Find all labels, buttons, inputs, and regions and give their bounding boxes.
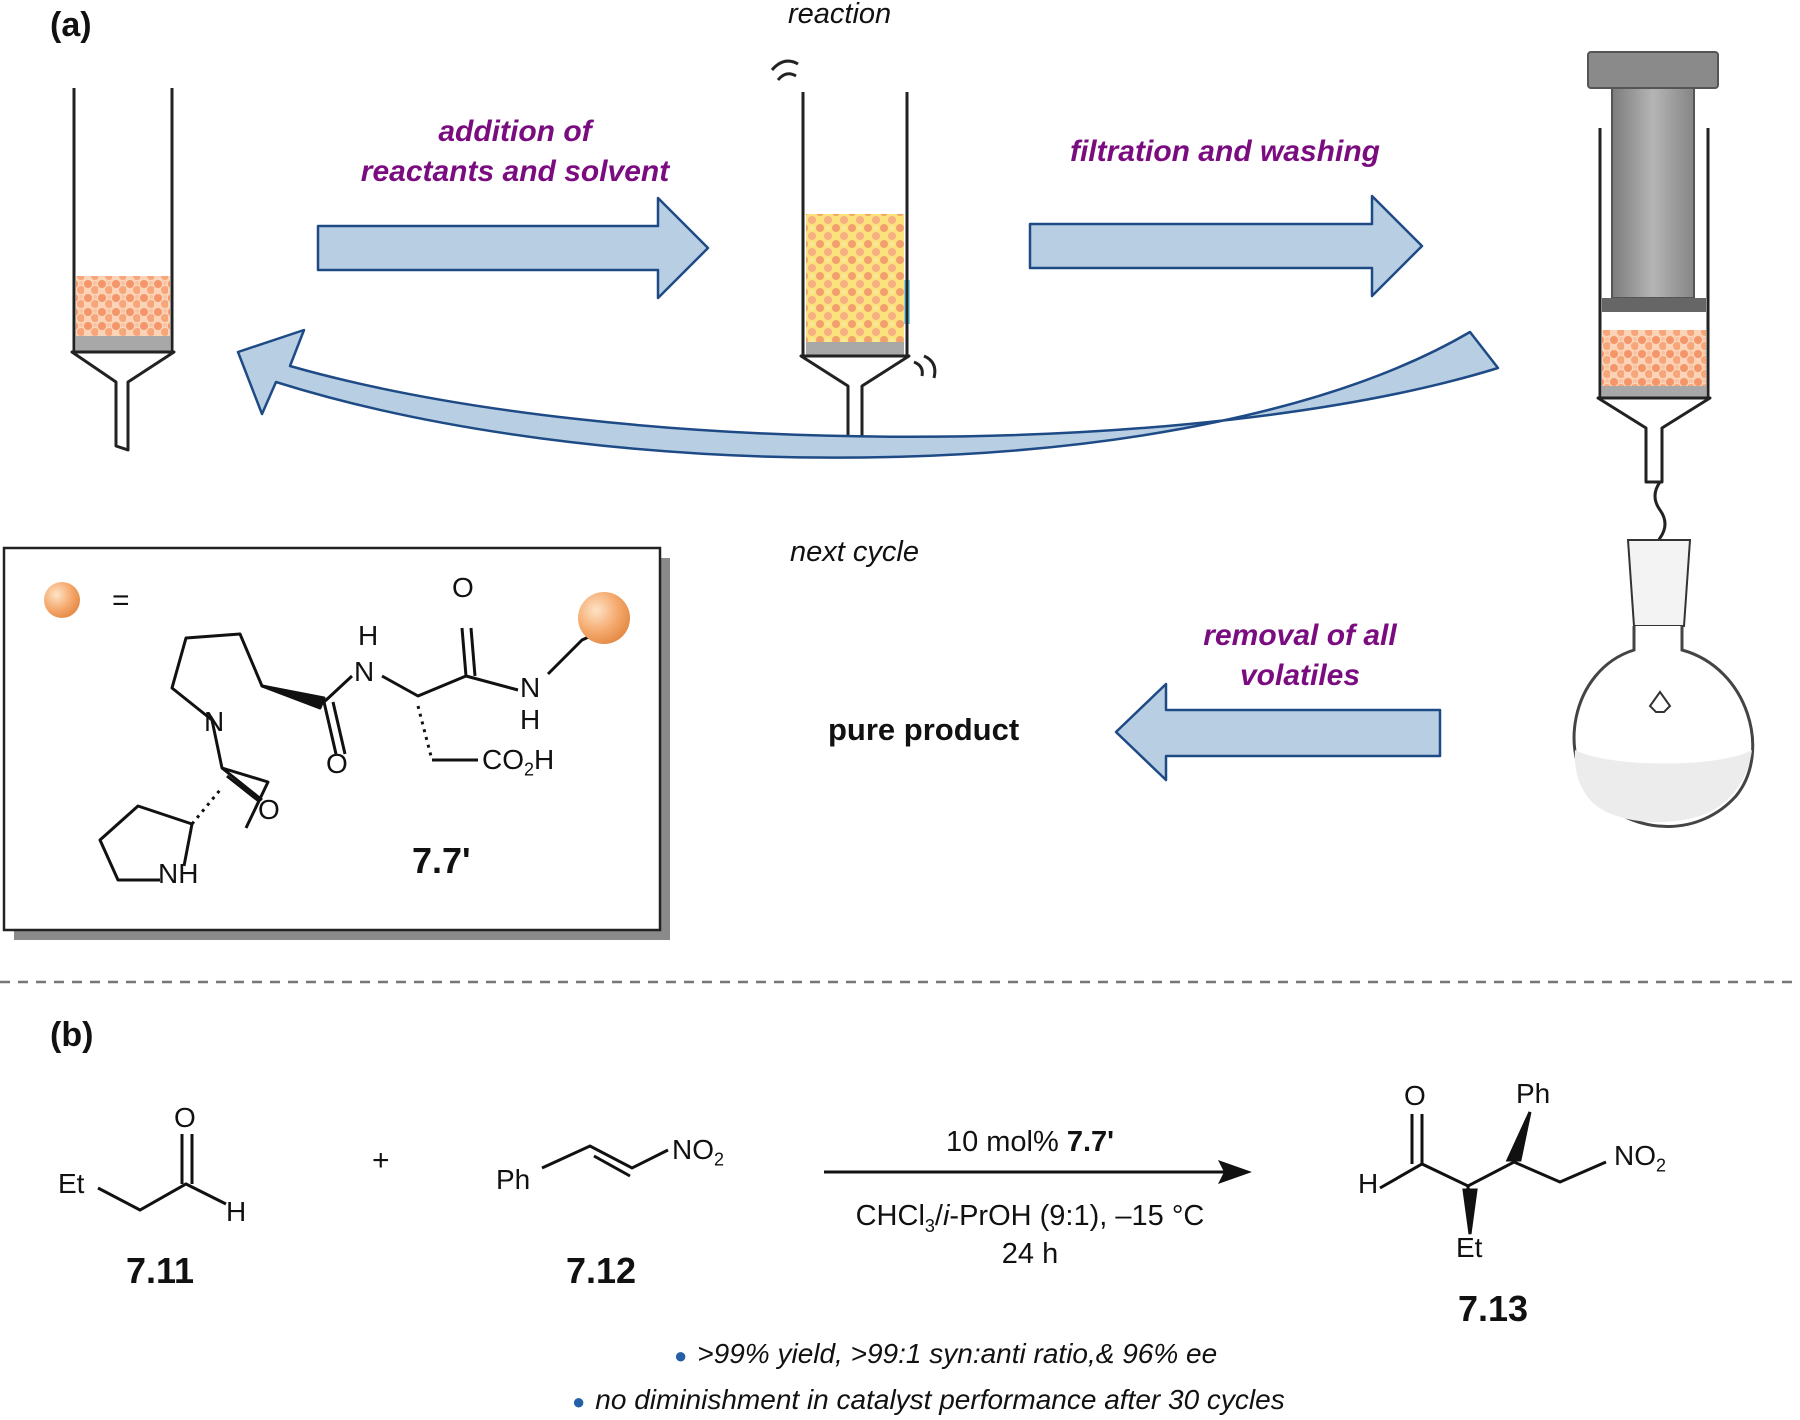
- r1-h: H: [226, 1196, 247, 1227]
- atom-n-amide2: N: [520, 672, 541, 703]
- compound-7-13-id: 7.13: [1458, 1288, 1529, 1329]
- structure-7-12: [541, 1144, 669, 1178]
- condition-catalyst-id: 7.7': [1066, 1126, 1115, 1158]
- r2-ph: Ph: [496, 1164, 531, 1195]
- arrow-next-cycle: [236, 328, 1500, 459]
- structure-7-13: [1379, 1111, 1607, 1235]
- condition-line2: CHCl3/i-PrOH (9:1), –15 °C: [790, 1200, 1270, 1237]
- compound-7-7-prime-id: 7.7': [412, 840, 471, 881]
- p-no: NO: [1614, 1140, 1656, 1171]
- legend-equals: =: [112, 584, 130, 617]
- atom-h-amide2: H: [520, 704, 541, 735]
- label-removal-line2: volatiles: [1239, 659, 1361, 692]
- atom-o-mid: O: [326, 748, 348, 779]
- co2h-h: H: [534, 744, 555, 775]
- r1-o: O: [174, 1102, 196, 1133]
- label-next-cycle: next cycle: [790, 536, 919, 568]
- condition-solvent-rest: -PrOH (9:1), –15 °C: [949, 1200, 1205, 1232]
- structure-7-11: [97, 1134, 227, 1212]
- syringe-filtration-flask: [1572, 51, 1755, 828]
- atom-n-amide1: N: [354, 656, 375, 687]
- label-removal: removal of all volatiles: [1160, 616, 1440, 696]
- label-addition-line2: reactants and solvent: [360, 155, 670, 188]
- label-removal-line1: removal of all: [1203, 619, 1397, 652]
- r2-sub: 2: [714, 1149, 725, 1170]
- bullet-icon: ●: [572, 1389, 586, 1414]
- label-reaction: reaction: [788, 0, 892, 30]
- atom-o-top: O: [452, 572, 474, 603]
- resin-bead-icon-2: [578, 592, 630, 644]
- r2-no2: NO2: [672, 1134, 724, 1171]
- atom-h-top: H: [358, 620, 379, 651]
- resin-bead-icon: [44, 582, 80, 618]
- condition-solvent-slash: /: [934, 1200, 943, 1232]
- r1-et: Et: [58, 1168, 85, 1199]
- p-sub: 2: [1656, 1155, 1667, 1176]
- syringe-resin-only: [70, 88, 176, 452]
- label-addition-line1: addition of: [438, 115, 592, 148]
- bullet-icon: ●: [674, 1343, 688, 1368]
- label-addition: addition of reactants and solvent: [330, 112, 700, 192]
- syringe-reaction: [770, 59, 937, 448]
- condition-solvent-a: CHCl: [855, 1200, 925, 1232]
- condition-solvent-iso: i: [942, 1200, 950, 1232]
- condition-catalyst-loading: 10 mol%: [945, 1126, 1067, 1158]
- arrow-addition: [316, 196, 710, 300]
- p-et: Et: [1456, 1232, 1483, 1263]
- catalyst-legend-box: [2, 546, 670, 940]
- co2h-sub: 2: [524, 759, 535, 780]
- p-ph: Ph: [1516, 1078, 1551, 1109]
- atom-nh: NH: [158, 858, 199, 889]
- reaction-arrow: [824, 1160, 1252, 1184]
- arrow-removal: [1114, 682, 1442, 782]
- compound-7-12-id: 7.12: [566, 1250, 637, 1291]
- note-yield: ● >99% yield, >99:1 syn:anti ratio,& 96% …: [674, 1338, 1217, 1370]
- panel-a-label: (a): [50, 6, 92, 44]
- atom-n-ring: N: [204, 706, 225, 737]
- plus-sign: +: [372, 1144, 390, 1177]
- note-recycling-text: no diminishment in catalyst performance …: [595, 1384, 1285, 1415]
- panel-b-label: (b): [50, 1016, 94, 1054]
- p-h: H: [1358, 1168, 1379, 1199]
- atom-co2h: CO2H: [482, 744, 554, 781]
- condition-solvent-sub: 3: [924, 1215, 935, 1236]
- label-filtration: filtration and washing: [1069, 135, 1380, 168]
- compound-7-11-id: 7.11: [126, 1250, 195, 1291]
- r2-no: NO: [672, 1134, 714, 1165]
- p-o: O: [1404, 1080, 1426, 1111]
- p-no2: NO2: [1614, 1140, 1666, 1177]
- arrow-filtration: [1028, 194, 1424, 298]
- atom-o-low: O: [258, 794, 280, 825]
- label-pure-product: pure product: [828, 712, 1020, 747]
- note-yield-text: >99% yield, >99:1 syn:anti ratio,& 96% e…: [697, 1338, 1218, 1369]
- condition-line3: 24 h: [1001, 1238, 1059, 1270]
- co2h-co: CO: [482, 744, 524, 775]
- condition-line1: 10 mol% 7.7': [830, 1126, 1230, 1159]
- note-recycling: ● no diminishment in catalyst performance…: [572, 1384, 1285, 1416]
